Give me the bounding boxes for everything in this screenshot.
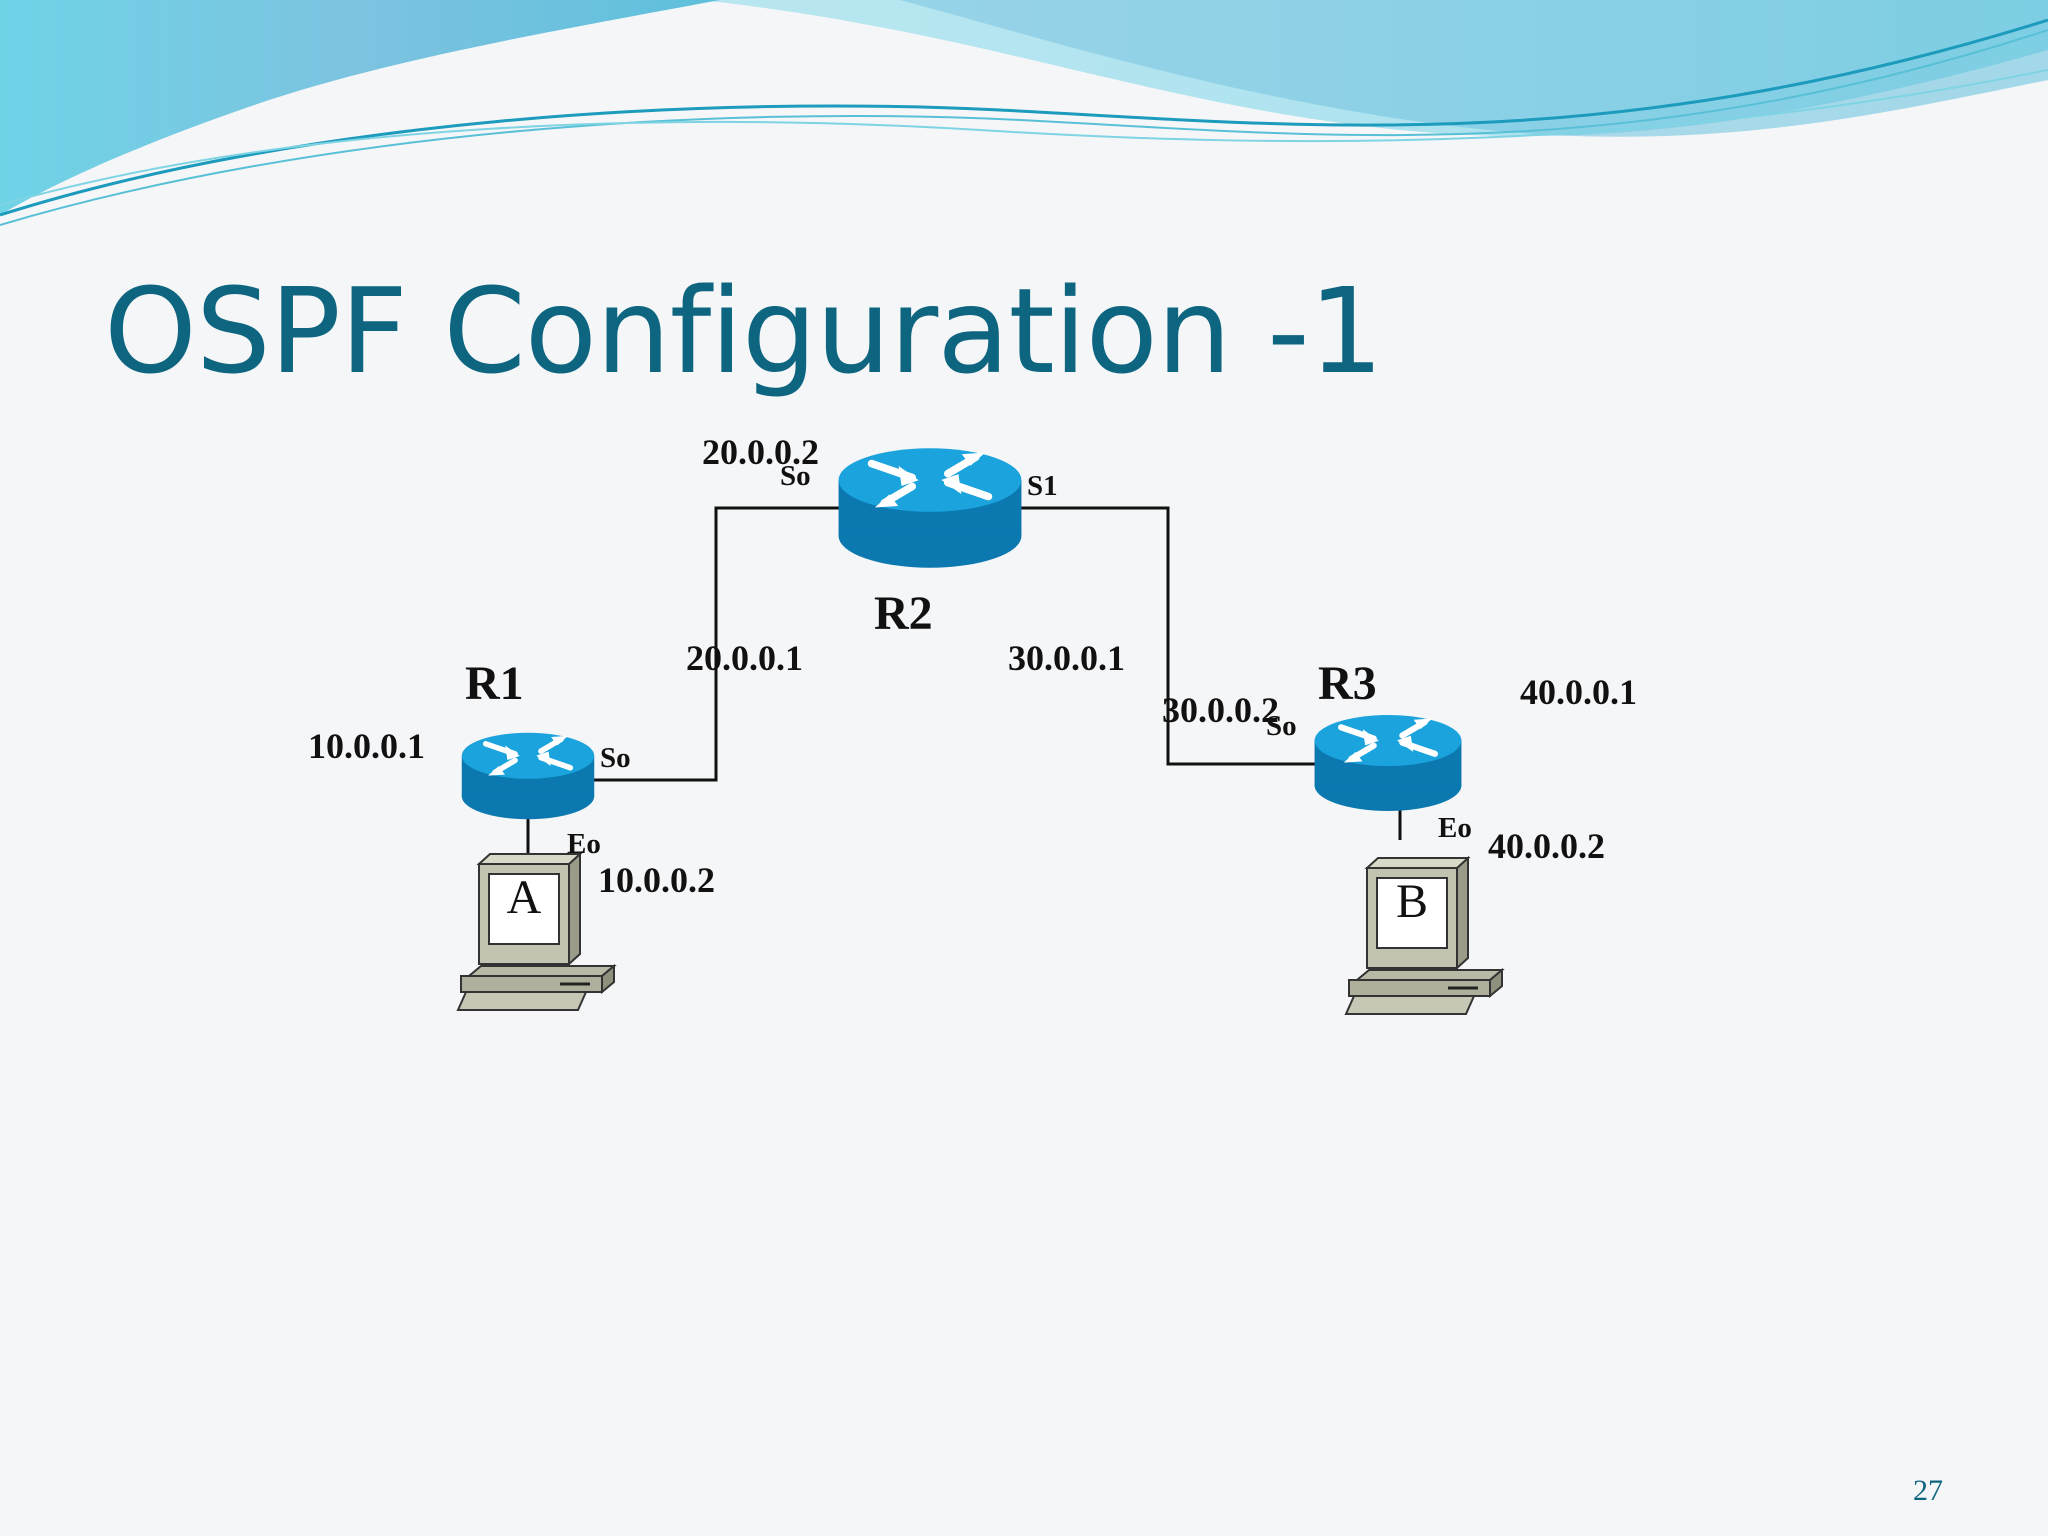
r2-s1-ip: 30.0.0.1 bbox=[1008, 638, 1125, 678]
r3-s0-ip: 30.0.0.2 bbox=[1162, 690, 1279, 730]
r3-e0-ip: 40.0.0.1 bbox=[1520, 672, 1637, 712]
router-r2-icon bbox=[839, 448, 1022, 567]
router-r3-name: R3 bbox=[1318, 657, 1377, 710]
r1-s0-ip: 20.0.0.1 bbox=[686, 638, 803, 678]
router-r2-name: R2 bbox=[874, 587, 933, 640]
host-b-ip: 40.0.0.2 bbox=[1488, 826, 1605, 866]
r3-s0-label: So bbox=[1266, 710, 1297, 742]
r1-s0-label: So bbox=[600, 742, 631, 774]
link-r2-r3 bbox=[1020, 506, 1316, 766]
r1-e0-label: Eo bbox=[567, 828, 601, 860]
host-a-label: A bbox=[506, 871, 542, 924]
page-number: 27 bbox=[1913, 1474, 1943, 1507]
host-a-ip: 10.0.0.2 bbox=[598, 860, 715, 900]
r1-e0-ip: 10.0.0.1 bbox=[308, 726, 425, 766]
r3-e0-label: Eo bbox=[1438, 812, 1472, 844]
link-r1-r2 bbox=[590, 506, 842, 782]
router-r1-name: R1 bbox=[465, 657, 524, 710]
host-b-label: B bbox=[1395, 875, 1428, 928]
r2-s0-ip: 20.0.0.2 bbox=[702, 432, 819, 472]
slide-title: OSPF Configuration -1 bbox=[104, 262, 1384, 400]
router-r3-icon bbox=[1315, 715, 1462, 811]
router-r1-icon bbox=[462, 733, 594, 819]
header-wave bbox=[0, 0, 2048, 226]
r2-s1-label: S1 bbox=[1027, 470, 1058, 502]
r2-s0-label: So bbox=[780, 460, 811, 492]
